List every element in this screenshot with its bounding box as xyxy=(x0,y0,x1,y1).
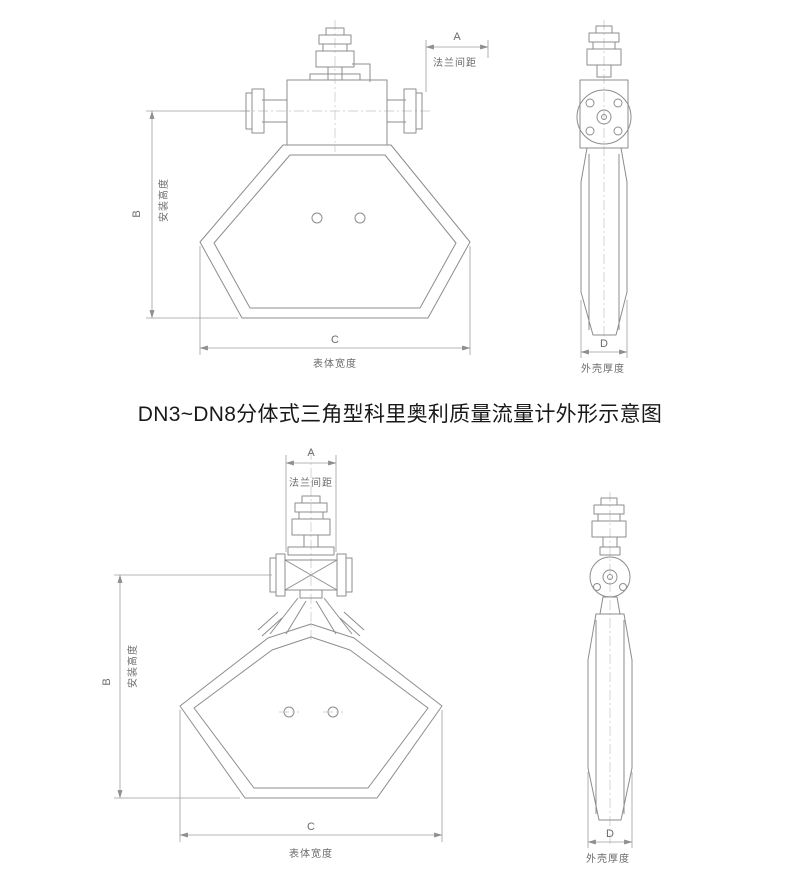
dimension-c-bottom: C 表体宽度 xyxy=(179,710,443,860)
sensor-body-top-front xyxy=(245,73,423,146)
dim-b-label-bottom: 安装高度 xyxy=(126,644,139,688)
housing-top-side xyxy=(580,147,628,336)
dim-b-letter-top: B xyxy=(131,210,143,217)
housing-top-front xyxy=(199,144,471,319)
figure-title: DN3~DN8分体式三角型科里奥利质量流量计外形示意图 xyxy=(137,403,663,426)
dim-b-letter-bottom: B xyxy=(101,678,113,685)
y-splitter-bottom xyxy=(257,597,365,637)
transmitter-bottom-front xyxy=(291,495,331,548)
drawing-bottom-side-view: D 外壳厚度 xyxy=(586,492,633,865)
dimension-b-bottom: B 安装高度 xyxy=(101,574,272,799)
dim-c-letter-top: C xyxy=(331,334,339,346)
dimension-a-top: A 法兰间距 xyxy=(425,31,489,92)
dim-d-letter-top: D xyxy=(600,338,608,350)
dim-a-letter-top: A xyxy=(453,31,461,43)
drawing-bottom-front-view: A 法兰间距 xyxy=(101,447,443,860)
dimension-d-top: D 外壳厚度 xyxy=(580,300,628,375)
dim-d-label-top: 外壳厚度 xyxy=(581,362,625,375)
housing-bottom-side xyxy=(587,613,633,821)
dimension-a-bottom: A 法兰间距 xyxy=(285,447,337,552)
dim-a-letter-bottom: A xyxy=(307,447,315,459)
transmitter-top-front xyxy=(315,27,371,82)
drawing-top-side-view: D 外壳厚度 xyxy=(576,20,632,375)
housing-bottom-front xyxy=(179,623,443,799)
dim-d-label-bottom: 外壳厚度 xyxy=(586,852,630,865)
dim-d-letter-bottom: D xyxy=(606,828,614,840)
dim-b-label-top: 安装高度 xyxy=(157,178,170,222)
transmitter-top-side xyxy=(586,25,622,78)
dimension-b-top: B 安装高度 xyxy=(131,110,250,319)
dimension-d-bottom: D 外壳厚度 xyxy=(586,772,633,865)
dim-a-label-top: 法兰间距 xyxy=(433,56,477,69)
transmitter-bottom-side xyxy=(591,497,627,556)
dim-c-label-top: 表体宽度 xyxy=(313,357,357,370)
dimension-c-top: C 表体宽度 xyxy=(199,246,471,370)
drawing-top-front-view: A 法兰间距 B 安装高度 C 表体宽度 xyxy=(131,20,489,370)
dim-a-label-bottom: 法兰间距 xyxy=(289,476,333,489)
joint-flange-bottom-side xyxy=(589,556,631,615)
dim-c-label-bottom: 表体宽度 xyxy=(289,847,333,860)
dim-c-letter-bottom: C xyxy=(307,821,315,833)
valve-pipe-assembly-bottom xyxy=(269,546,353,599)
